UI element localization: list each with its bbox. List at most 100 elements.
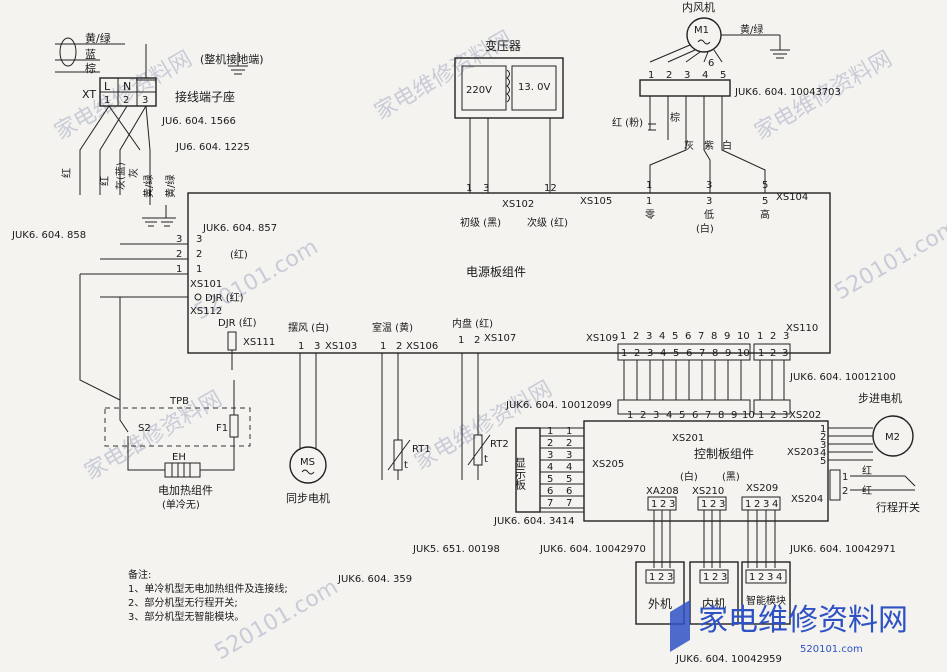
pin-label: 12 — [544, 183, 557, 194]
pin-label: 3 — [820, 440, 826, 451]
outdoor-unit-label: 外机 — [648, 597, 672, 611]
sync-motor: MS 同步电机 — [286, 353, 330, 505]
connector-label: XS102 — [502, 199, 534, 210]
wire-label-brown: 棕 — [85, 61, 96, 75]
pin-label: 1 — [566, 426, 572, 437]
pin-label: 2 — [770, 410, 776, 421]
wire-color-label: (红) — [230, 248, 248, 261]
stepper-motor: 步进电机 M2 1 2 3 4 5 — [820, 391, 914, 467]
pin-label: 1 — [701, 499, 707, 510]
pin-label: 10 — [742, 410, 755, 421]
heater-label: 电加热组件 — [158, 483, 213, 497]
voltage-label: 13. 0V — [518, 82, 550, 93]
pin-label: 2 — [474, 335, 480, 346]
part-number: JU6. 604. 1566 — [161, 116, 236, 127]
pin-label: 3 — [314, 341, 320, 352]
connector-label: XS104 — [776, 192, 808, 203]
xt-pin-label: 2 — [123, 95, 129, 106]
pin-label: 5 — [547, 474, 553, 485]
ground-icon — [770, 49, 790, 59]
djr-label: DJR (红) — [205, 291, 244, 304]
pin-label: 1 — [745, 499, 751, 510]
wire-color-label: 紫 — [704, 140, 714, 152]
part-number: JUK6. 604. 10012100 — [789, 372, 896, 383]
wire-label: 灰(蓝) — [114, 162, 127, 190]
display-board: 显示板 1 2 3 4 5 6 7 1 2 3 4 5 6 7 JUK6. 60… — [493, 426, 585, 527]
speed-label: 零 — [645, 209, 655, 221]
pin-label: 5 — [762, 196, 768, 207]
wire-label-yellow-green: 黄/绿 — [740, 23, 763, 36]
pin-label: 2 — [758, 572, 764, 583]
smart-module-box — [741, 561, 791, 625]
pin-label: 3 — [547, 450, 553, 461]
connector-label: XS205 — [592, 459, 624, 470]
power-board — [187, 192, 831, 354]
pin-label: 1 — [842, 472, 848, 483]
wire-color-label: 红 — [862, 464, 872, 477]
pin-label: 5 — [679, 410, 685, 421]
connector-label: XS209 — [746, 483, 778, 494]
wire-color-label: (白) — [680, 470, 698, 483]
pin-label: 2 — [633, 331, 639, 342]
pin-label: 5 — [566, 474, 572, 485]
ground-icon — [158, 205, 176, 227]
connector-label: XS111 — [243, 337, 275, 348]
pin-label: 10 — [737, 331, 750, 342]
pin-label: 2 — [770, 348, 776, 359]
part-number: JUK6. 604. 10042970 — [539, 544, 646, 555]
rt1-label: RT1 — [412, 444, 431, 455]
travel-switch: 1 2 红 红 行程开关 — [829, 464, 920, 514]
note-item: 3、部分机型无智能模块。 — [128, 610, 244, 623]
cool-only-label: (单冷无) — [162, 498, 200, 511]
f1-fuse — [229, 414, 239, 438]
part-number: JUK6. 604. 10012099 — [505, 400, 612, 411]
motor-label: MS — [300, 457, 315, 468]
motor-label: M1 — [694, 25, 709, 36]
xt-pin-label: 1 — [104, 95, 110, 106]
pin-label: 3 — [196, 234, 202, 245]
pin-label: 6 — [708, 58, 714, 69]
connector-xs101: JUK6. 604. 857 3 2 1 3 2 1 (红) XS101 DJR… — [80, 223, 277, 370]
pin-label: 5 — [820, 456, 826, 467]
pin-label: 1 — [758, 410, 764, 421]
pin-label: 4 — [702, 70, 708, 81]
pin-label: 4 — [659, 331, 665, 342]
ground-icon — [228, 52, 248, 75]
pin-label: 1 — [649, 572, 655, 583]
pin-label: 7 — [547, 498, 553, 509]
pin-label: 4 — [820, 448, 826, 459]
terminal-block-label: 接线端子座 — [175, 89, 235, 104]
wire-label: 黄/绿 — [142, 175, 155, 198]
part-number: JUK6. 604. 10042971 — [789, 544, 896, 555]
pin-label: 1 — [651, 499, 657, 510]
pin-label: 3 — [176, 234, 182, 245]
transformer: 变压器 220V 13. 0V 1 3 12 XS102 初级 (黑) 次级 (… — [454, 38, 612, 229]
pin-label: 2 — [396, 341, 402, 352]
notes: 备注: 1、单冷机型无电加热组件及连接线; 2、部分机型无行程开关; 3、部分机… — [128, 568, 412, 623]
pin-label: 6 — [685, 331, 691, 342]
wire-color-label: 红 (粉) — [612, 116, 643, 129]
pin-label: 9 — [724, 331, 730, 342]
chassis-ground-label: (整机接地端) — [200, 52, 264, 66]
pin-label: 3 — [763, 499, 769, 510]
rt2-thermistor — [473, 434, 483, 466]
rt1-thermistor — [393, 439, 403, 471]
xt-label: XT — [82, 88, 96, 101]
smart-module-label: 智能模块 — [746, 594, 786, 607]
pin-label: 2 — [842, 486, 848, 497]
pin-label: 1 — [620, 331, 626, 342]
pin-label: 2 — [660, 499, 666, 510]
pin-label: 3 — [483, 183, 489, 194]
indoor-unit-label: 内机 — [702, 597, 726, 611]
pin-label: 1 — [466, 183, 472, 194]
heater-element — [164, 462, 201, 478]
travel-switch-label: 行程开关 — [876, 500, 920, 514]
indoor-unit-box — [689, 561, 739, 625]
voltage-label: 220V — [466, 85, 492, 96]
speed-label: 低 — [704, 208, 714, 221]
pin-label: 7 — [705, 410, 711, 421]
pin-label: 3 — [706, 180, 712, 191]
sync-motor-ms — [289, 446, 327, 484]
outdoor-unit-box — [635, 561, 685, 625]
connector-label: XS204 — [791, 494, 823, 505]
